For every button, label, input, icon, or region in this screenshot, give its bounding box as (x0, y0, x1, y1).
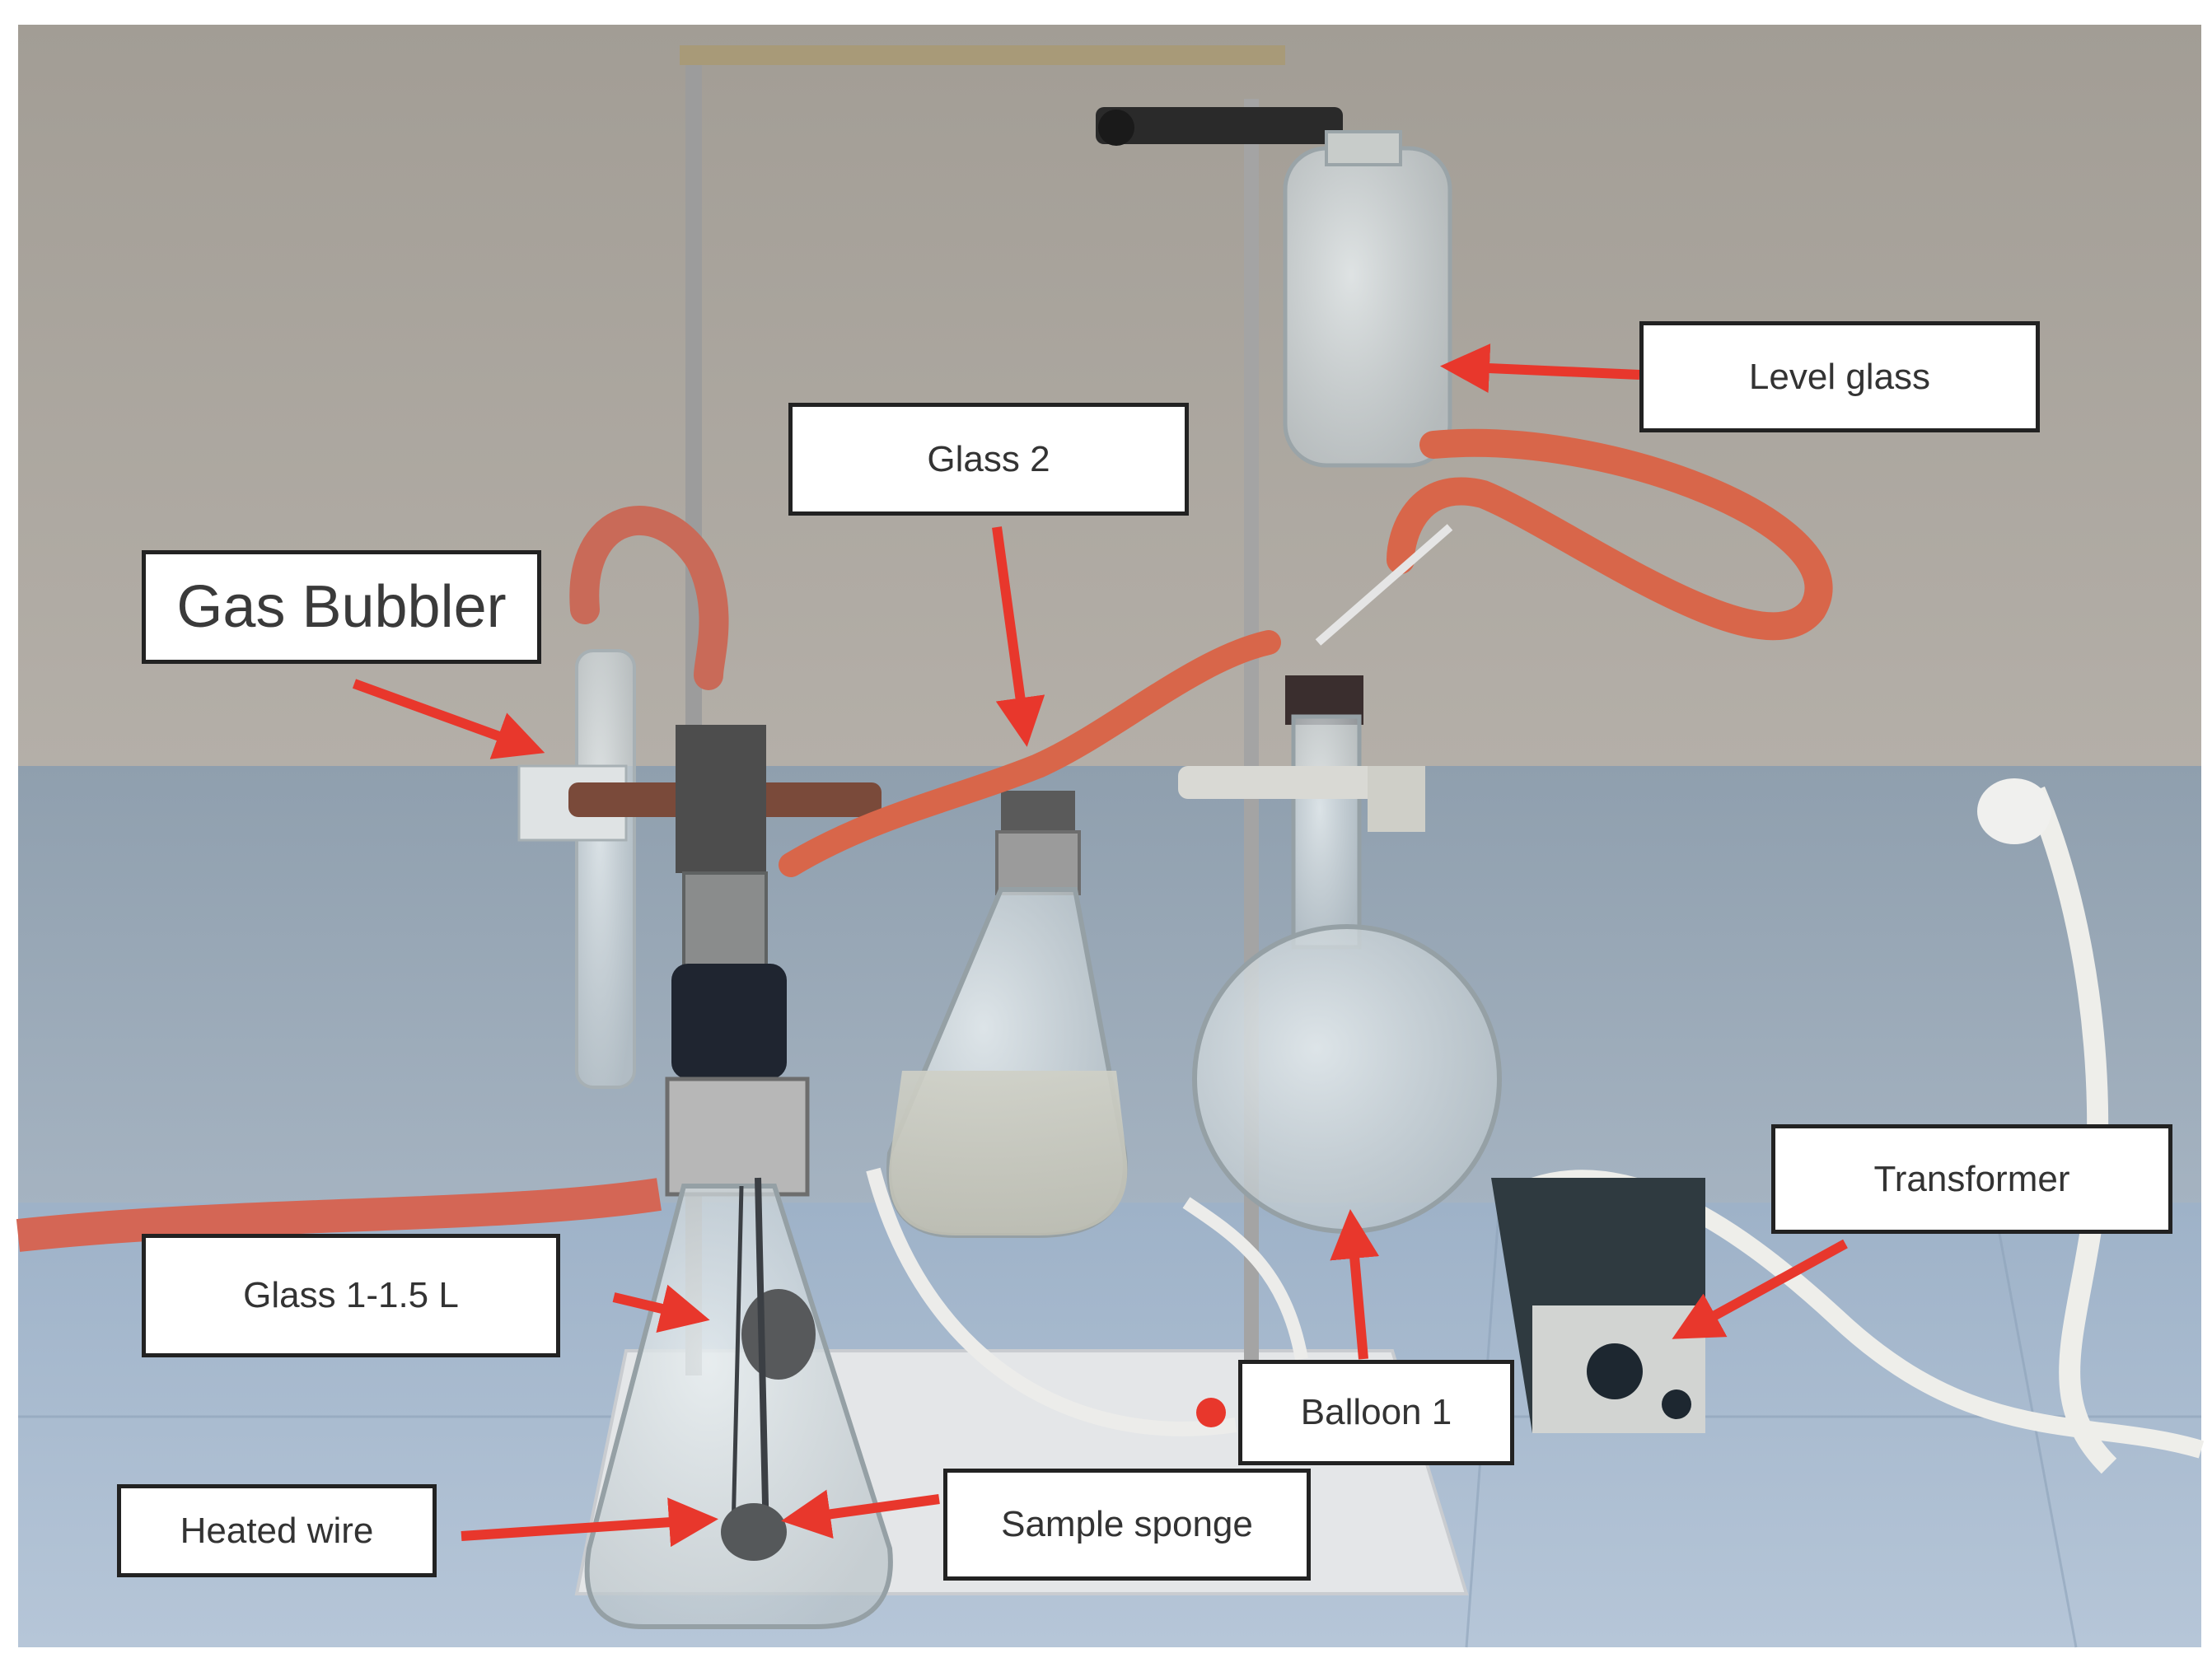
label-sample-sponge: Sample sponge (943, 1469, 1311, 1581)
arrow-glass-2 (992, 526, 1045, 747)
arrow-level-glass (1440, 343, 1640, 394)
label-glass-1: Glass 1-1.5 L (142, 1234, 560, 1357)
arrow-sample-sponge (781, 1489, 940, 1539)
label-heated-wire: Heated wire (117, 1484, 437, 1577)
arrow-balloon-1 (1330, 1209, 1380, 1360)
label-level-glass: Level glass (1639, 321, 2040, 432)
arrow-glass-1 (612, 1284, 710, 1333)
arrow-gas-bubbler (352, 679, 545, 759)
arrow-transformer (1672, 1239, 1848, 1339)
label-transformer: Transformer (1771, 1124, 2172, 1234)
label-glass-2: Glass 2 (788, 403, 1189, 516)
label-balloon-1: Balloon 1 (1238, 1360, 1514, 1465)
arrow-heated-wire (461, 1497, 718, 1548)
label-gas-bubbler: Gas Bubbler (142, 550, 541, 664)
